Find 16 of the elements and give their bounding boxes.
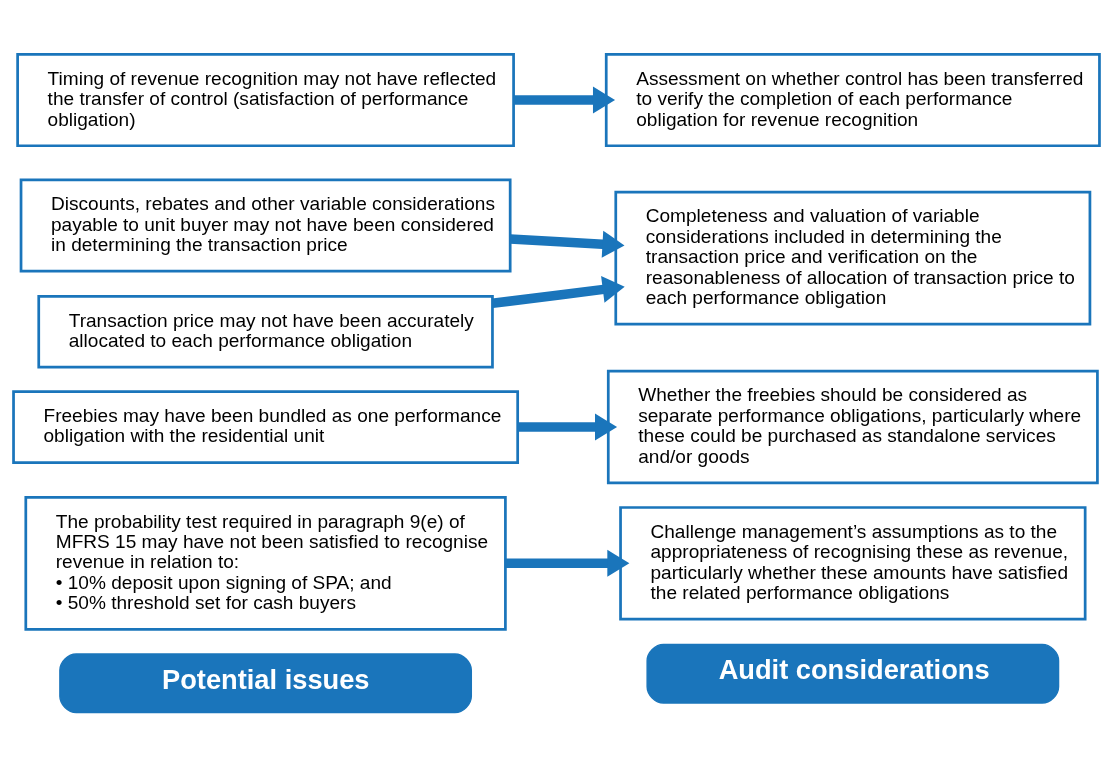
node-box: Freebies may have been bundled as one performance obligation with the residential unit [12, 390, 520, 464]
node-box: Timing of revenue recognition may not have reflected the transfer of control (satisfaction of performance obligation) [16, 53, 515, 148]
node-box: Challenge management’s assumptions as to the appropriateness of recognising these as revenue, particularly whether these amounts have satisfied the related performance obligations [619, 506, 1087, 621]
node-box: Assessment on whether control has been transferred to verify the completion of each performance obligation for revenue recognition [604, 53, 1101, 148]
arrow [509, 230, 625, 258]
node-box: Completeness and valuation of variable considerations included in determining the transaction price and verification on the reasonableness of allocation of transaction price to each performance obligation [614, 190, 1092, 326]
node-box: Whether the freebies should be considered as separate performance obligations, particularly where these could be purchased as standalone services and/or goods [606, 369, 1099, 485]
node-box: Potential issues [59, 653, 472, 714]
arrow [513, 86, 616, 114]
node-box: Transaction price may not have been accurately allocated to each performance obligation [37, 294, 494, 369]
arrow [491, 276, 625, 309]
arrow [517, 413, 618, 441]
arrow [505, 549, 630, 577]
node-box: Audit considerations [646, 643, 1060, 704]
node-box: Discounts, rebates and other variable considerations payable to unit buyer may not have been considered in determining the transaction price [19, 178, 512, 273]
node-box: The probability test required in paragraph 9(e) of MFRS 15 may have not been satisfied to recognise revenue in relation to: • 10% deposit upon signing of SPA; and • 50% threshold set for cash buyers [24, 495, 507, 631]
